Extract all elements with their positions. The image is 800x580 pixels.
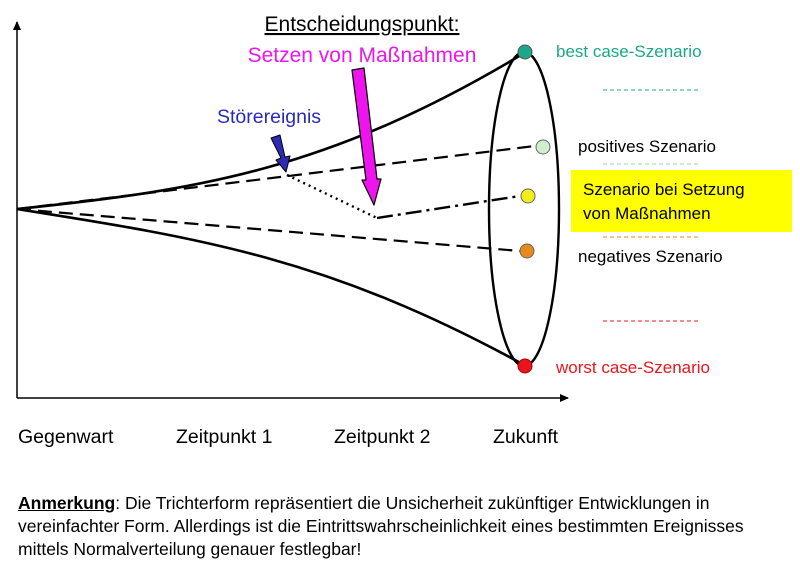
funnel-lower-edge — [16, 207, 527, 368]
negative-scenario-line — [16, 207, 521, 253]
measures-arrow — [351, 67, 382, 206]
time-label-point-1: Zeitpunkt 1 — [176, 426, 272, 448]
future-ellipse — [487, 50, 561, 368]
positive-scenario-point — [535, 139, 551, 155]
worst-case-label: worst case-Szenario — [555, 358, 710, 377]
diagram-title: Entscheidungspunkt: — [265, 13, 460, 36]
measures-scenario-highlight — [571, 170, 792, 232]
time-label-point-2: Zeitpunkt 2 — [334, 426, 430, 448]
scenario-funnel-diagram: Entscheidungspunkt: Setzen von Maßnahmen… — [13, 13, 792, 448]
time-label-future: Zukunft — [493, 426, 559, 448]
disturbance-arrow — [270, 134, 291, 173]
annotation-note: Anmerkung: Die Trichterform repräsentier… — [18, 492, 788, 561]
disturbance-path — [286, 173, 378, 220]
funnel-upper-edge — [16, 50, 527, 211]
measures-label: Setzen von Maßnahmen — [248, 44, 477, 67]
time-label-present: Gegenwart — [18, 426, 114, 448]
annotation-keyword: Anmerkung — [18, 493, 116, 513]
measures-scenario-label-line1: Szenario bei Setzung — [583, 180, 745, 199]
best-case-label: best case-Szenario — [556, 42, 702, 61]
positive-scenario-label: positives Szenario — [578, 137, 716, 156]
disturbance-label: Störereignis — [217, 106, 321, 128]
measures-path — [376, 194, 521, 220]
annotation-text: : Die Trichterform repräsentiert die Uns… — [18, 493, 744, 559]
measures-scenario-point — [520, 188, 536, 204]
measures-scenario-label-line2: von Maßnahmen — [583, 204, 711, 223]
negative-scenario-label: negatives Szenario — [578, 247, 723, 266]
negative-scenario-point — [519, 243, 535, 259]
worst-case-point — [517, 358, 533, 374]
positive-scenario-line — [16, 144, 536, 211]
best-case-point — [517, 44, 533, 60]
